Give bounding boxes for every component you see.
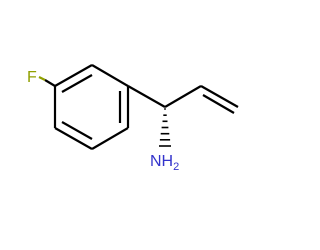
- ring-bond-bottom-right: [91, 127, 129, 150]
- molecule-structure: F NH2: [27, 64, 239, 173]
- vinyl-double-bond-outer: [200, 85, 239, 108]
- vinyl-single-bond: [164, 85, 202, 108]
- ring-to-stereocenter-bond: [127, 85, 166, 108]
- vinyl-double-bond-inner: [202, 94, 235, 114]
- amine-symbol: NH: [150, 153, 173, 170]
- ring-bond-bottom-left: [54, 127, 93, 150]
- ring-bond-top-right: [91, 64, 129, 87]
- fluorine-label: F: [27, 69, 37, 86]
- ring-bond-top-left: [54, 64, 93, 87]
- ring-double-bond-inner-top: [61, 74, 93, 93]
- amine-label: NH2: [150, 153, 179, 173]
- benzene-ring: [53, 64, 130, 150]
- ring-double-bond-inner-bottom: [61, 121, 93, 140]
- carbon-fluorine-bond-fluorine-half: [38, 76, 46, 81]
- hashed-wedge-bond: [159, 108, 171, 147]
- carbon-fluorine-bond-carbon-half: [44, 79, 56, 87]
- amine-subscript: 2: [173, 161, 179, 173]
